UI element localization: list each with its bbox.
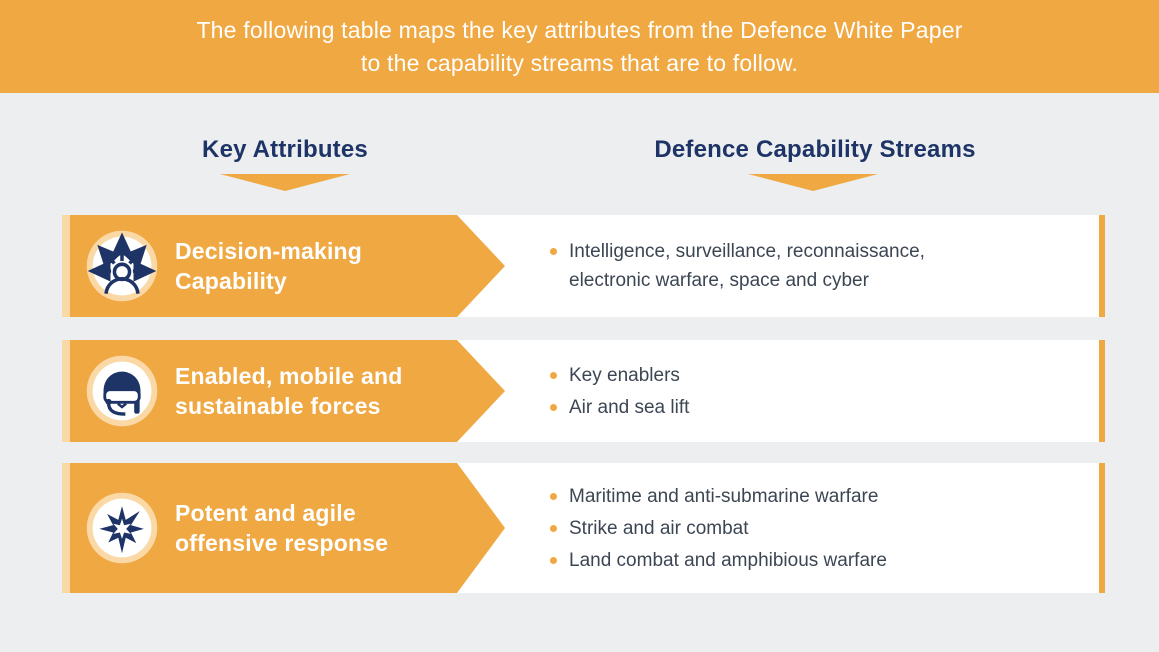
list-item: Air and sea lift: [550, 393, 980, 422]
streams-box: Intelligence, surveillance, reconnaissan…: [455, 215, 1105, 317]
stream-text: Intelligence, surveillance, reconnaissan…: [569, 241, 925, 291]
stream-text: Air and sea lift: [569, 396, 690, 418]
list-item: Intelligence, surveillance, reconnaissan…: [550, 237, 980, 295]
banner-edge-strip: [62, 340, 70, 442]
stream-text: Key enablers: [569, 364, 680, 386]
stream-list: Intelligence, surveillance, reconnaissan…: [455, 234, 1099, 298]
arrow-down-icon: [220, 174, 350, 191]
list-item: Land combat and amphibious warfare: [550, 546, 980, 575]
streams-box: Maritime and anti-submarine warfare Stri…: [455, 463, 1105, 593]
starburst-icon: [80, 486, 164, 570]
banner-edge-strip: [62, 463, 70, 593]
attribute-label: Potent and agile offensive response: [175, 500, 389, 556]
bullet-icon: [550, 524, 557, 532]
stream-list: Key enablers Air and sea lift: [455, 358, 1099, 425]
title-line-2: to the capability streams that are to fo…: [360, 49, 799, 76]
title-banner: The following table maps the key attribu…: [0, 0, 1159, 93]
capability-streams-header: Defence Capability Streams: [654, 136, 976, 163]
banner-edge-strip: [62, 215, 70, 317]
mapping-row: Key enablers Air and sea lift: [0, 340, 1159, 442]
stream-text: Strike and air combat: [569, 517, 749, 539]
attribute-banner: Enabled, mobile and sustainable forces: [62, 340, 505, 442]
list-item: Strike and air combat: [550, 514, 980, 543]
list-item: Key enablers: [550, 361, 980, 390]
stream-list: Maritime and anti-submarine warfare Stri…: [455, 479, 1099, 578]
bullet-icon: [550, 556, 557, 564]
bullet-icon: [550, 403, 557, 411]
attribute-banner: Potent and agile offensive response: [62, 463, 505, 593]
title-line-1: The following table maps the key attribu…: [196, 16, 963, 43]
bullet-icon: [550, 492, 557, 500]
bullet-icon: [550, 248, 557, 255]
mapping-row: Intelligence, surveillance, reconnaissan…: [0, 215, 1159, 317]
attribute-banner: Decision-making Capability: [62, 215, 505, 317]
pilot-helmet-icon: [80, 349, 164, 433]
bullet-icon: [550, 371, 557, 379]
stream-text: Maritime and anti-submarine warfare: [569, 485, 879, 507]
mapping-row: Maritime and anti-submarine warfare Stri…: [0, 463, 1159, 593]
list-item: Maritime and anti-submarine warfare: [550, 482, 980, 511]
stream-text: Land combat and amphibious warfare: [569, 549, 887, 571]
attribute-label: Decision-making Capability: [175, 238, 363, 294]
arrow-down-icon: [748, 174, 878, 191]
attribute-label: Enabled, mobile and sustainable forces: [175, 363, 403, 419]
person-radiating-arrows-icon: [80, 224, 164, 308]
key-attributes-header: Key Attributes: [202, 136, 368, 163]
streams-box: Key enablers Air and sea lift: [455, 340, 1105, 442]
